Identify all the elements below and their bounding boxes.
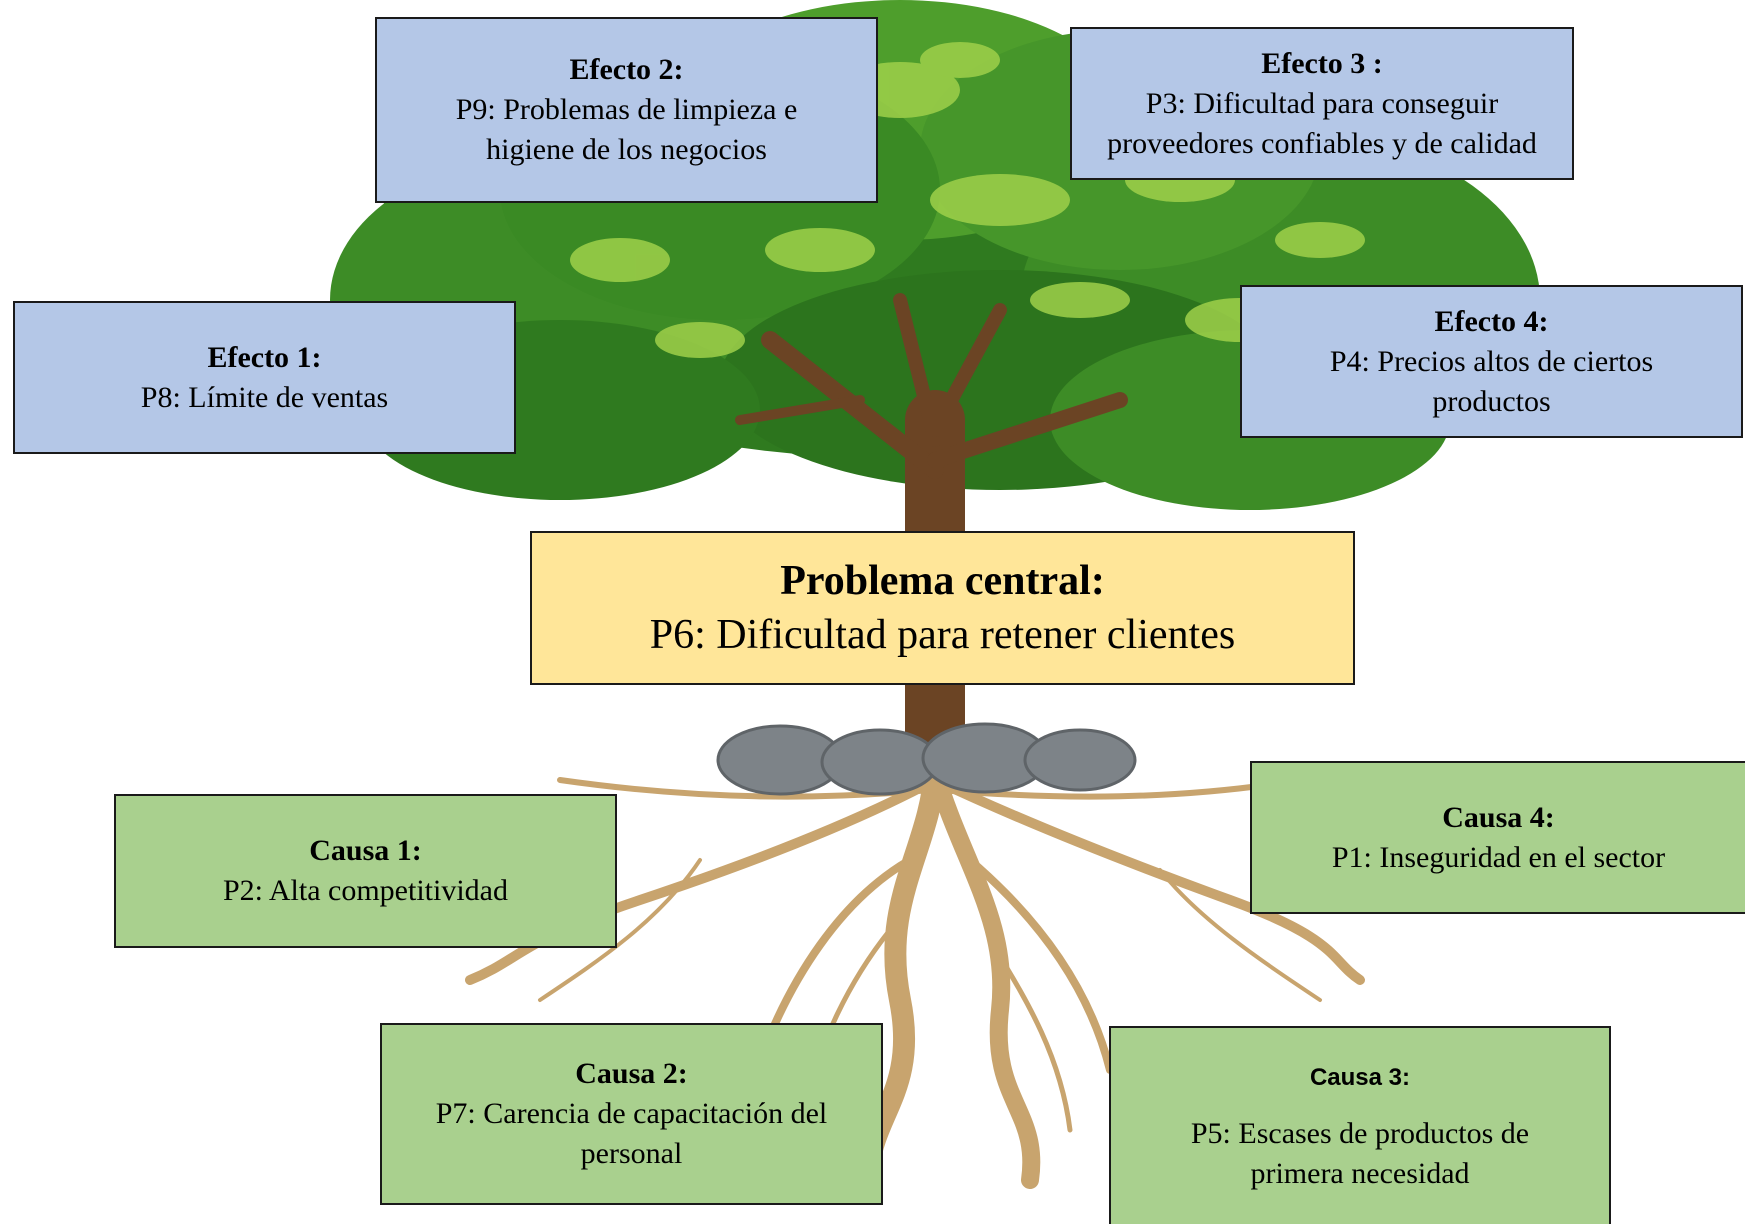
cause-4-text: P1: Inseguridad en el sector (1331, 840, 1666, 874)
cause-box-2: Causa 2: P7: Carencia de capacitación de… (380, 1023, 883, 1205)
cause-box-3: Causa 3: P5: Escases de productos de pri… (1109, 1026, 1611, 1224)
central-problem-title: Problema central: (780, 558, 1105, 604)
effect-1-title: Efecto 1: (207, 340, 322, 374)
effect-box-2: Efecto 2: P9: Problemas de limpieza e hi… (375, 17, 878, 203)
cause-2-text: P7: Carencia de capacitación del persona… (435, 1097, 828, 1170)
tree-roots (465, 759, 1365, 1201)
effect-4-text: P4: Precios altos de ciertos productos (1329, 344, 1654, 418)
cause-4-title: Causa 4: (1442, 800, 1555, 834)
effect-box-4: Efecto 4: P4: Precios altos de ciertos p… (1240, 285, 1743, 438)
effect-3-title: Efecto 3 : (1261, 46, 1383, 80)
cause-1-text: P2: Alta competitividad (223, 874, 508, 907)
central-problem-text: P6: Dificultad para retener clientes (649, 612, 1236, 658)
effect-4-title: Efecto 4: (1434, 304, 1549, 338)
effect-box-1: Efecto 1: P8: Límite de ventas (13, 301, 516, 454)
cause-box-1: Causa 1: P2: Alta competitividad (114, 794, 617, 948)
effect-1-text: P8: Límite de ventas (140, 380, 389, 414)
effect-3-text: P3: Dificultad para conseguir proveedore… (1107, 86, 1537, 160)
effect-2-title: Efecto 2: (569, 53, 684, 86)
cause-3-title: Causa 3: (1309, 1064, 1411, 1091)
stones (716, 722, 1137, 796)
effect-2-text: P9: Problemas de limpieza e higiene de l… (455, 93, 798, 166)
cause-box-4: Causa 4: P1: Inseguridad en el sector (1250, 761, 1745, 914)
cause-3-text: P5: Escases de productos de primera nece… (1190, 1117, 1530, 1190)
central-problem-box: Problema central: P6: Dificultad para re… (530, 531, 1355, 685)
effect-box-3: Efecto 3 : P3: Dificultad para conseguir… (1070, 27, 1574, 180)
cause-2-title: Causa 2: (575, 1057, 688, 1090)
cause-1-title: Causa 1: (309, 834, 422, 867)
